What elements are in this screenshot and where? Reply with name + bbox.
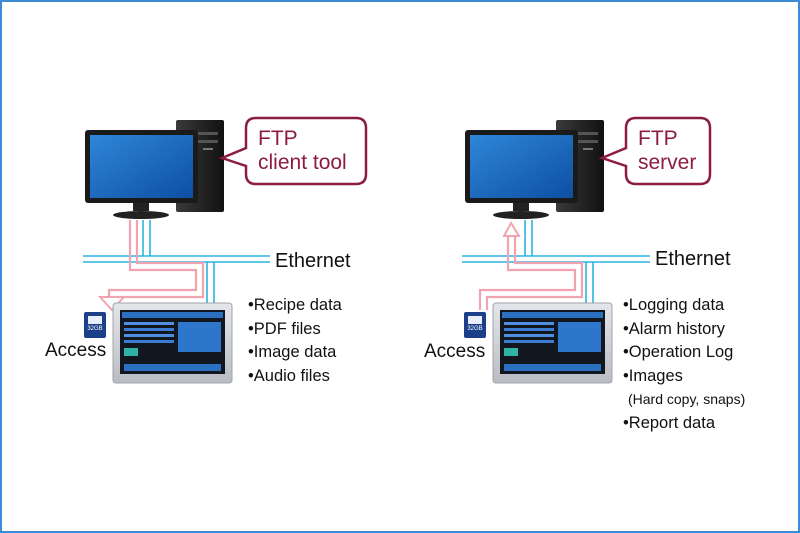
list-item: •PDF files [248,319,321,338]
left-sd-card [84,312,106,338]
list-item: •Image data [248,343,337,361]
left-monitor [85,130,198,219]
list-item: •Operation Log [623,343,734,361]
right-bubble-line1: FTP [638,127,678,150]
left-bubble-line2: client tool [258,151,347,174]
left-bubble-line1: FTP [258,127,298,150]
left-hmi-panel [112,302,233,384]
right-monitor [465,130,578,219]
list-item-sub: (Hard copy, snaps) [623,388,745,412]
left-bubble-text: FTP client tool [258,127,347,175]
right-speech-bubble [598,116,712,186]
right-data-list: •Logging data •Alarm history •Operation … [623,294,745,435]
list-item: •Logging data [623,296,725,314]
left-ethernet-label: Ethernet [275,250,351,272]
right-sd-card-label: 32GB [467,326,483,332]
list-item: •Audio files [248,366,330,385]
left-sd-card-label: 32GB [87,326,103,332]
right-bubble-text: FTP server [638,127,696,175]
list-item: •Recipe data [248,296,342,314]
list-item: •Alarm history [623,319,726,338]
list-item-sub-text: (Hard copy, snaps) [628,391,746,407]
right-access-label: Access [424,341,486,362]
right-data-flow-arrow [478,220,584,310]
right-hmi-panel [492,302,613,384]
right-bubble-line2: server [638,151,697,174]
list-item: •Report data [623,413,715,432]
right-sd-card [464,312,486,338]
left-data-flow-arrow [97,220,205,312]
right-ethernet-label: Ethernet [655,248,731,270]
left-speech-bubble [218,116,368,186]
list-item: •Images [623,366,683,385]
left-access-label: Access [45,340,107,361]
left-data-list: •Recipe data •PDF files •Image data •Aud… [248,294,342,388]
